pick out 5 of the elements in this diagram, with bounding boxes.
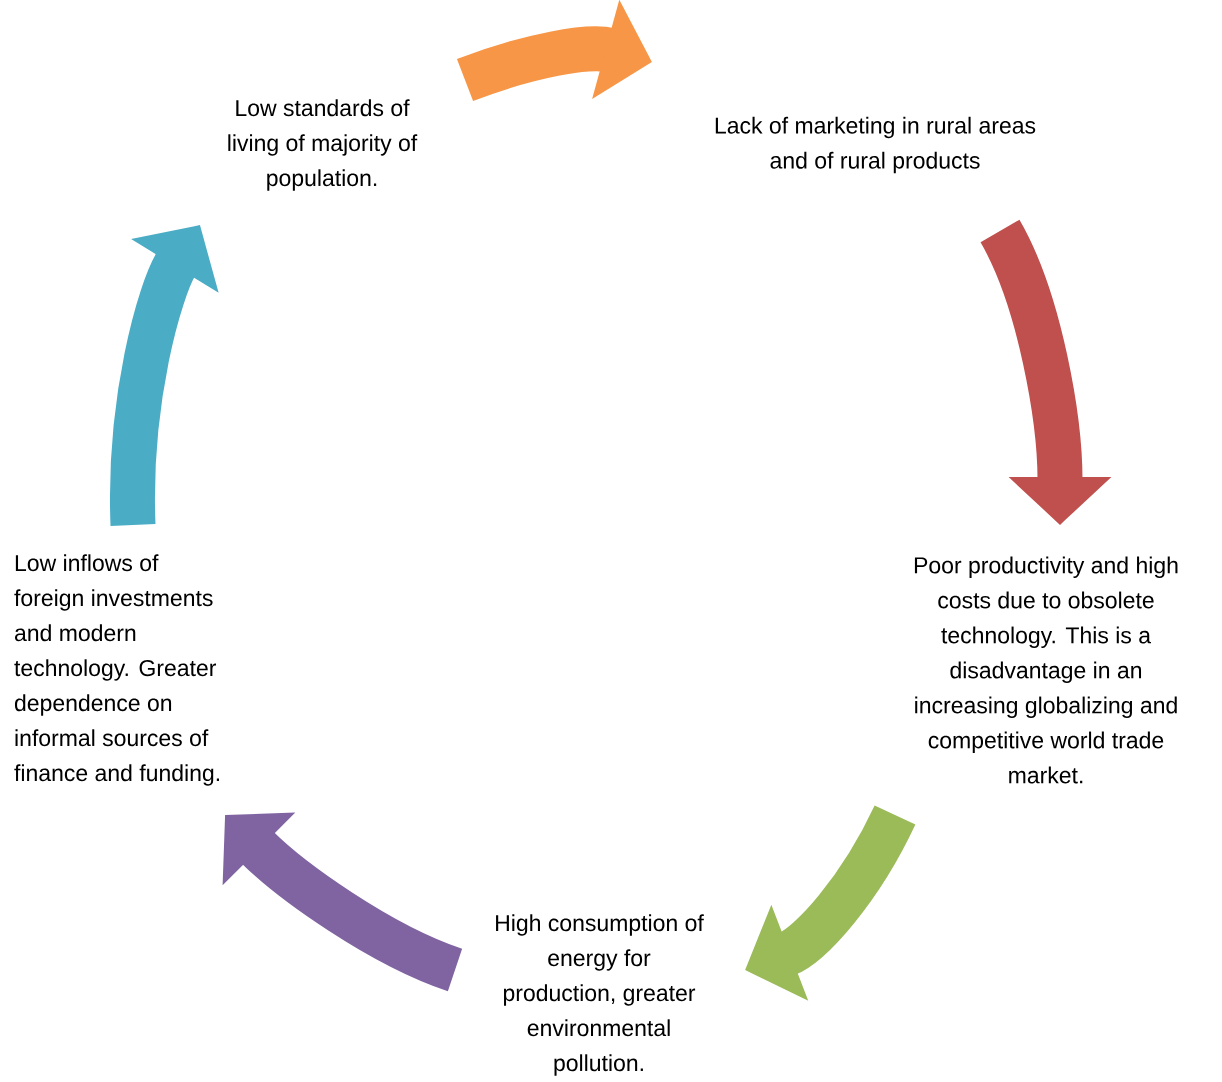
text-label: Low inflows of foreign investments and modern technology. Greater dependence on informal sources of finance and funding. xyxy=(14,554,219,786)
text-label: Low standards of living of majority of population. xyxy=(228,99,418,191)
text-label: High consumption of energy for production, greater environmental pollution. xyxy=(496,914,704,1076)
text-label: Poor productivity and high costs due to obsolete technology. This is a disadvantage in an increasing globalizing and competitive world trade market. xyxy=(914,556,1178,784)
text-label: Lack of marketing in rural areas and of rural products xyxy=(715,116,1036,174)
